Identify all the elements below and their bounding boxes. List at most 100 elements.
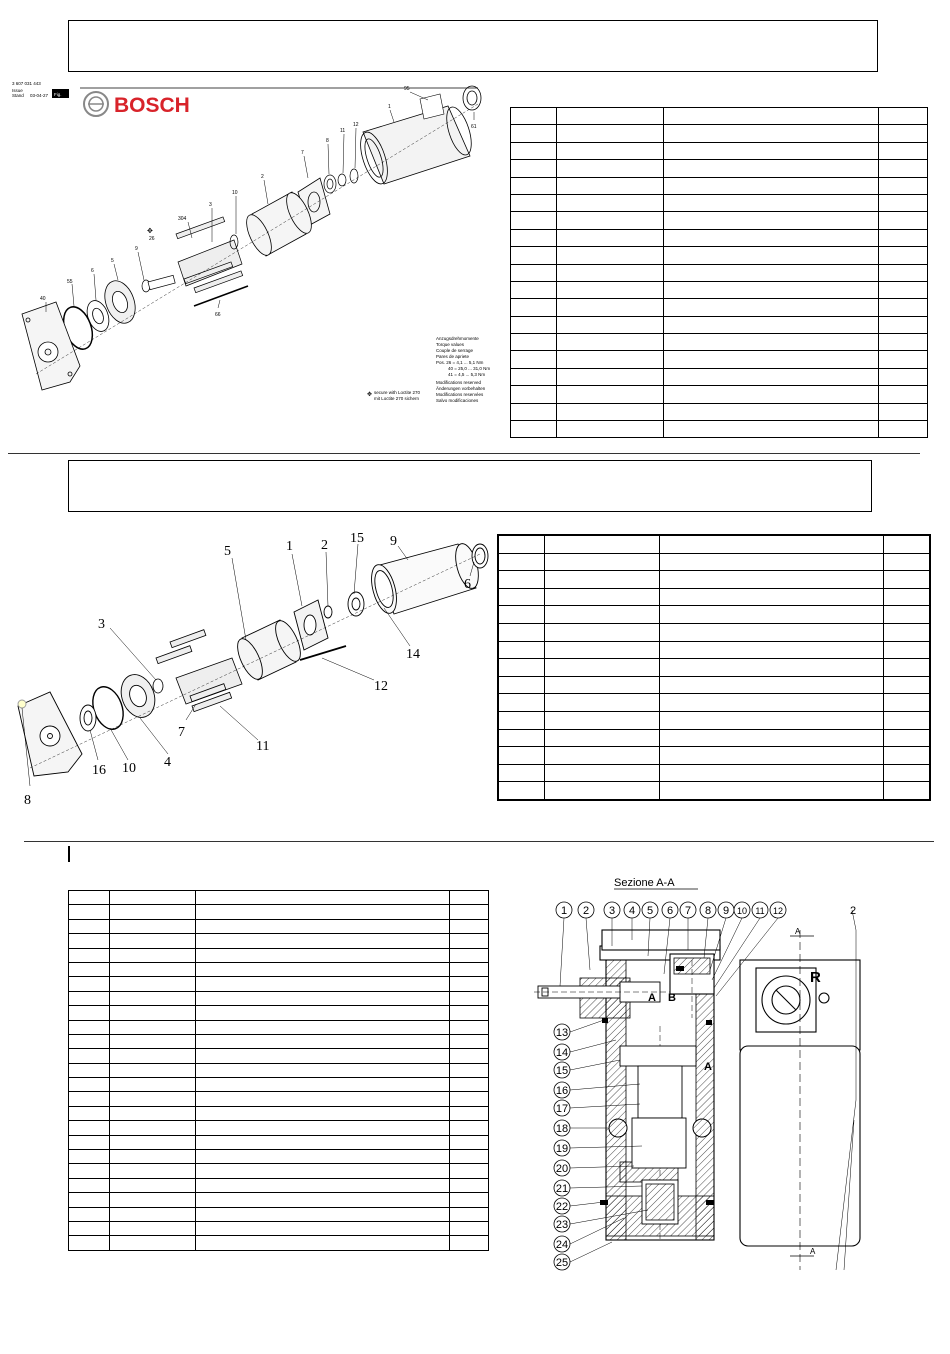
table-cell [556, 228, 664, 248]
table-cell [68, 1062, 110, 1079]
table-cell [195, 918, 450, 935]
table-cell [882, 570, 931, 589]
table-cell [68, 1091, 110, 1107]
table-cell [68, 904, 110, 920]
table-cell [68, 961, 110, 978]
table-cell [195, 1091, 450, 1107]
table-cell [882, 781, 931, 801]
table-cell [109, 1134, 196, 1151]
table-cell [882, 658, 931, 677]
table-cell [109, 1149, 196, 1165]
callout-5: 5 [111, 258, 114, 264]
table-cell [510, 124, 557, 143]
table-cell [510, 402, 557, 422]
callout-right-2: 2 [850, 905, 856, 917]
table-cell [663, 385, 879, 404]
table-row [497, 658, 931, 677]
table-cell [663, 315, 879, 335]
callout-17: 17 [556, 1103, 568, 1115]
table-cell [449, 1005, 489, 1021]
table-cell [510, 350, 557, 369]
table-cell [663, 402, 879, 422]
table-cell [195, 1206, 450, 1222]
table-cell [109, 1105, 196, 1122]
housing-cylinder-part [360, 105, 472, 185]
table-cell [195, 1177, 450, 1194]
table-row [510, 106, 928, 126]
table-cell [658, 587, 884, 607]
callout-61: 61 [471, 124, 477, 130]
table-cell [878, 228, 928, 248]
table-row [68, 904, 489, 920]
table-cell [663, 106, 879, 126]
table-cell [510, 333, 557, 352]
table-cell [449, 976, 489, 992]
callout-20: 20 [556, 1163, 568, 1175]
table-cell [882, 693, 931, 712]
table-cell [109, 1120, 196, 1136]
table-cell [663, 124, 879, 143]
table-cell [109, 933, 196, 949]
table-cell [68, 1105, 110, 1122]
table-row [68, 1005, 489, 1021]
callout-21: 21 [556, 1183, 568, 1195]
table-cell [543, 534, 660, 554]
table-cell [68, 1220, 110, 1237]
callout-11: 11 [256, 739, 269, 754]
table-cell [658, 746, 884, 765]
table-cell [556, 124, 664, 143]
torque-note-7: 41 = 4,5 ... 5,3 Nm [448, 372, 485, 377]
table-row [510, 367, 928, 387]
table-cell [449, 1091, 489, 1107]
table-cell [658, 534, 884, 554]
table-cell [449, 947, 489, 963]
table-cell [878, 263, 928, 282]
table-cell [663, 228, 879, 248]
table-cell [663, 367, 879, 387]
table-cell [663, 176, 879, 195]
callout-16: 16 [556, 1085, 568, 1097]
callout-8: 8 [24, 793, 31, 808]
table-cell [195, 1062, 450, 1079]
table-row [497, 675, 931, 695]
valve-section-drawing: Sezione A-A [534, 877, 861, 1271]
table-row [497, 781, 931, 801]
table-cell [510, 228, 557, 248]
table-cell [658, 693, 884, 712]
table-row [68, 1077, 489, 1093]
section-divider-1 [8, 453, 920, 454]
table-cell [510, 385, 557, 404]
callout-11: 11 [755, 906, 764, 916]
exploded-assembly-drawing: 5 1 2 15 9 3 6 14 12 7 11 16 10 4 8 [17, 531, 489, 808]
table-row [68, 1177, 489, 1194]
callout-14: 14 [406, 647, 420, 662]
table-cell [195, 1120, 450, 1136]
table-cell [882, 675, 931, 695]
table-cell [543, 605, 660, 624]
table-cell [68, 990, 110, 1007]
callout-12: 12 [353, 122, 359, 128]
port-label-a: A [648, 992, 656, 1004]
table-cell [878, 367, 928, 387]
table-cell [109, 1033, 196, 1050]
table-cell [449, 1019, 489, 1035]
table-row [68, 1033, 489, 1050]
table-cell [68, 1192, 110, 1208]
table-cell [68, 1149, 110, 1165]
table-cell [878, 333, 928, 352]
table-cell [449, 933, 489, 949]
callout-2: 2 [261, 174, 264, 180]
callout-2: 2 [321, 538, 328, 553]
table-cell [878, 350, 928, 369]
table-cell [195, 889, 450, 906]
table-cell [497, 658, 545, 677]
table-cell [510, 211, 557, 230]
table-cell [658, 710, 884, 730]
table-cell [658, 781, 884, 801]
table-cell [109, 947, 196, 963]
table-cell [195, 1134, 450, 1151]
table-cell [882, 587, 931, 607]
table-row [68, 961, 489, 978]
table-cell [449, 1206, 489, 1222]
table-cell [109, 889, 196, 906]
